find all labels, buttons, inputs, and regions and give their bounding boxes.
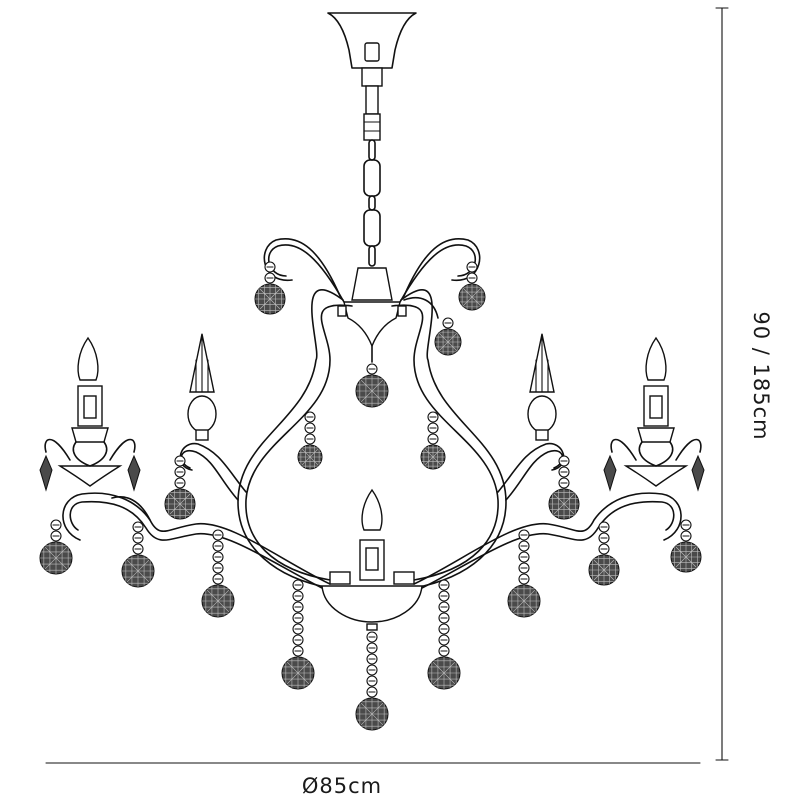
spire-right	[527, 333, 557, 441]
candle-right	[610, 336, 702, 487]
crystal-strand	[297, 411, 323, 470]
bottom-bowl	[321, 571, 423, 631]
crystal-strand	[254, 261, 286, 315]
crystal-strands	[39, 261, 702, 731]
height-label: 90 / 185cm	[749, 311, 773, 440]
crystal-strand	[355, 631, 389, 731]
candle-left	[44, 336, 136, 487]
crystal-strand	[458, 261, 486, 311]
chain	[363, 139, 381, 267]
crystal-strand	[548, 455, 580, 520]
crystal-strand	[588, 521, 620, 586]
crystal-strand	[507, 529, 541, 618]
crystal-strand	[164, 455, 196, 520]
crystal-strand	[420, 411, 446, 470]
crystal-strand	[434, 317, 462, 356]
ceiling-canopy	[327, 12, 417, 141]
central-hub	[337, 267, 407, 363]
candle-center	[359, 488, 385, 581]
crystal-strand	[39, 519, 73, 575]
height-dimension	[715, 7, 729, 761]
spire-left	[187, 333, 217, 441]
crystal-strand	[201, 529, 235, 618]
crystal-strand	[427, 579, 461, 690]
crystal-strand	[281, 579, 315, 690]
prism-drops	[39, 454, 705, 492]
width-label: Ø85cm	[302, 774, 382, 798]
crystal-strand	[670, 519, 702, 573]
crystal-strand	[121, 521, 155, 588]
crystal-strand	[355, 363, 389, 408]
